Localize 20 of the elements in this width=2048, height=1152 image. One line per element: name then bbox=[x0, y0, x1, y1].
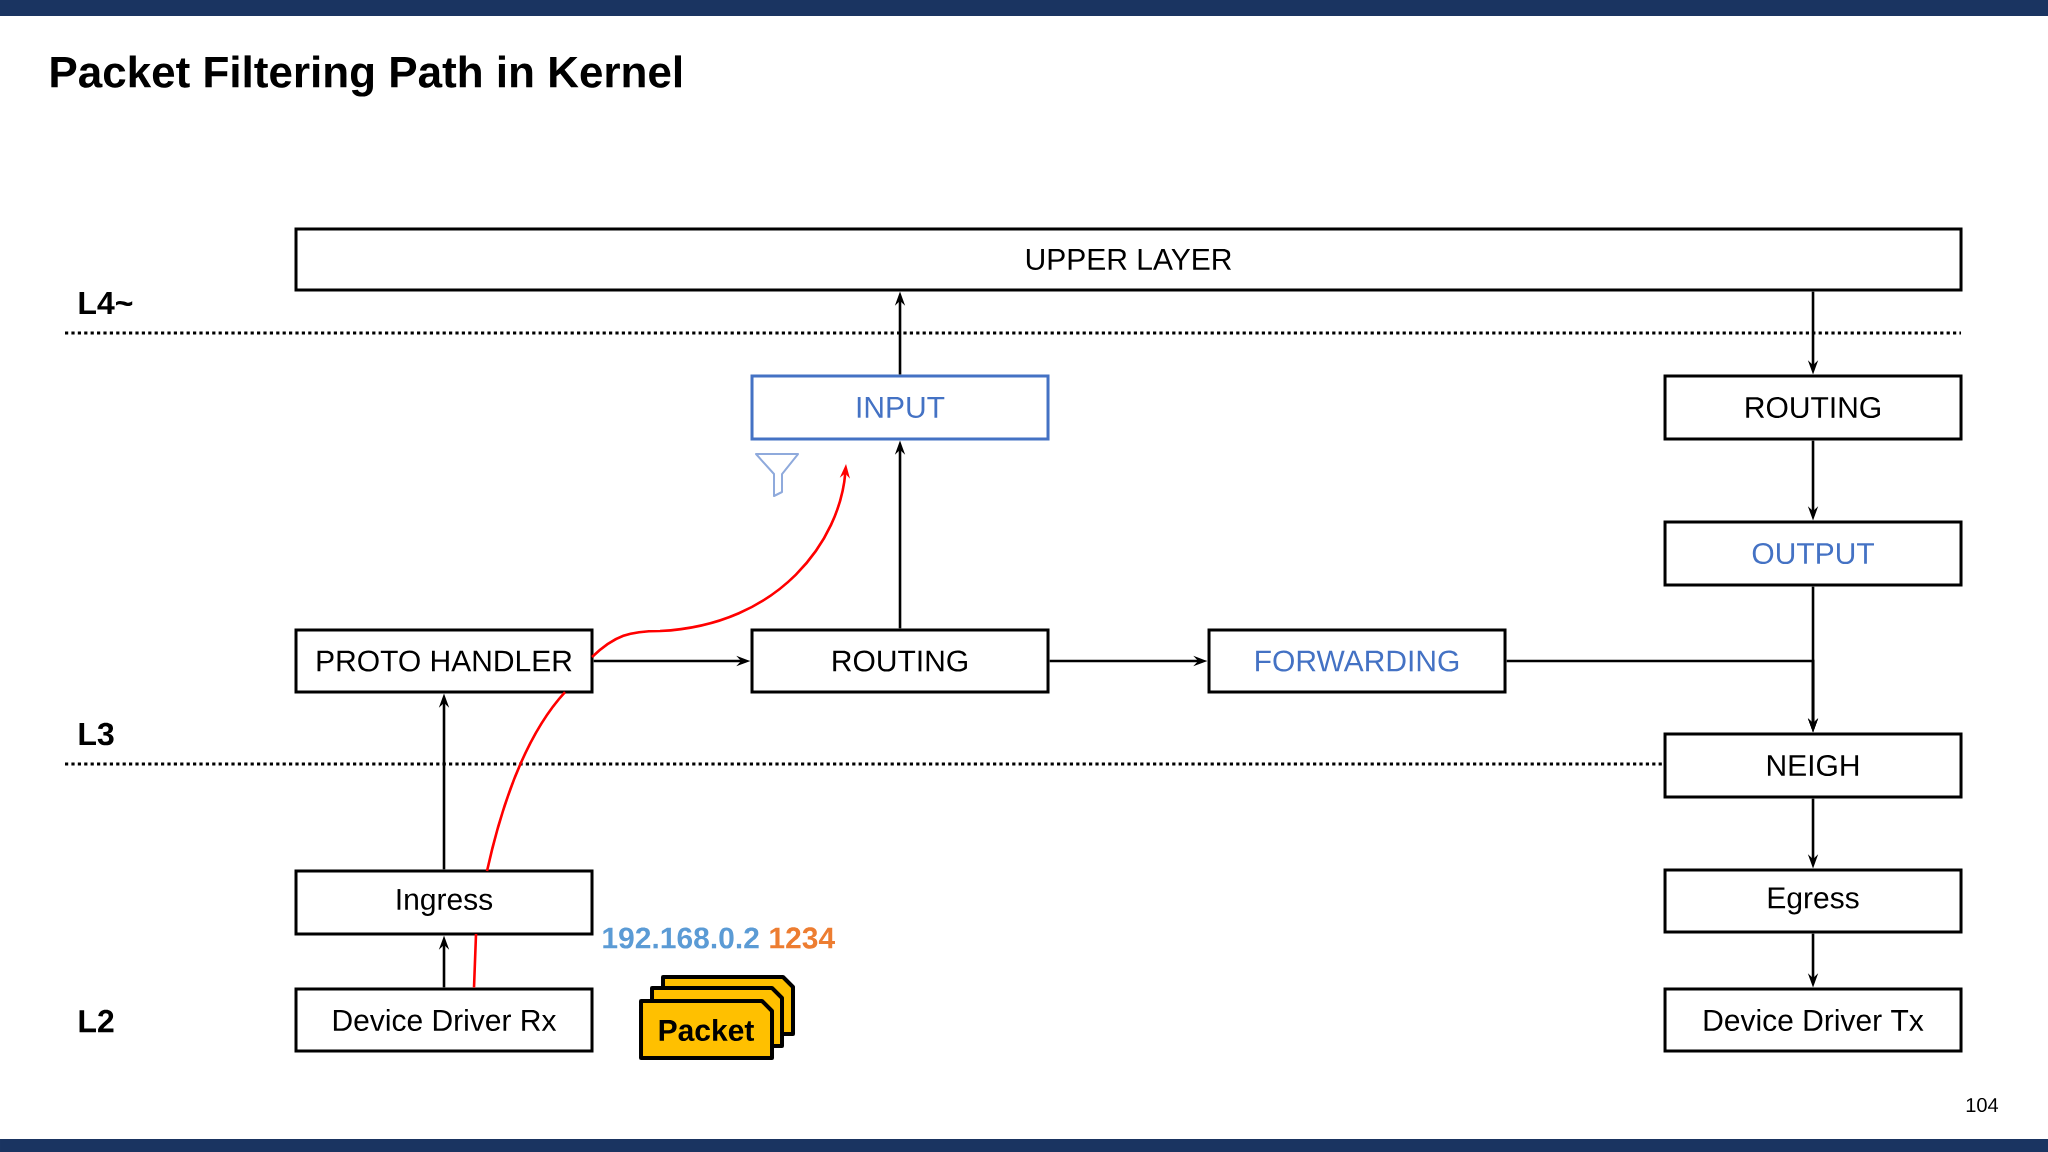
process-box: ROUTING bbox=[750, 628, 1050, 694]
process-box: Device Driver Rx bbox=[294, 987, 594, 1053]
layer-label: L3 bbox=[79, 722, 114, 746]
process-box: Egress bbox=[1663, 868, 1963, 934]
hook-box: OUTPUT bbox=[1663, 520, 1963, 587]
process-box: ROUTING bbox=[1663, 374, 1963, 441]
title: Packet Filtering Path in Kernel bbox=[51, 55, 681, 97]
layer-box: UPPER LAYER bbox=[294, 227, 1963, 292]
process-box: PROTO HANDLER bbox=[294, 628, 594, 694]
layer-label: L4~ bbox=[79, 292, 133, 314]
process-box: Ingress bbox=[294, 869, 594, 936]
hook-box: INPUT bbox=[750, 374, 1050, 441]
packet-stack: Packet bbox=[639, 975, 795, 1060]
process-box: Device Driver Tx bbox=[1663, 987, 1963, 1053]
hook-box: FORWARDING bbox=[1207, 628, 1507, 694]
process-box: NEIGH bbox=[1663, 732, 1963, 799]
ip-address-label: 192.168.0.2 bbox=[603, 927, 759, 949]
page-number: 104 bbox=[1966, 1097, 1999, 1113]
port-label: 1234 bbox=[770, 927, 835, 949]
layer-label: L2 bbox=[79, 1009, 114, 1033]
